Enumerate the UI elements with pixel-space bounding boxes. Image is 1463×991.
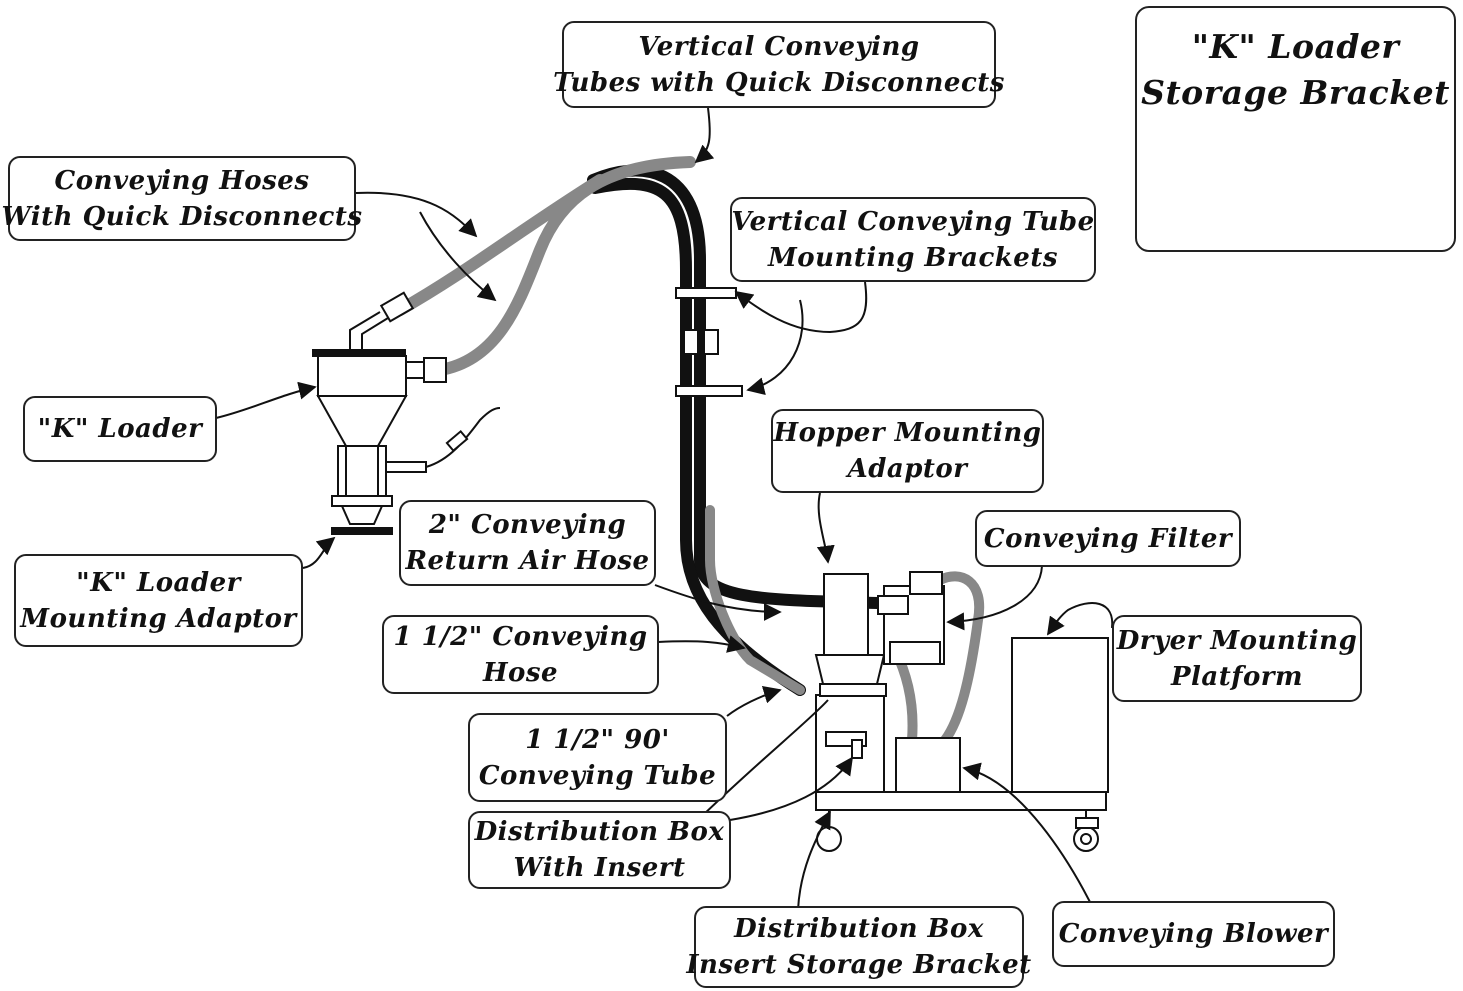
label-conveying-filter: Conveying Filter: [975, 510, 1241, 567]
cart-assembly: [814, 571, 1109, 852]
k-loader-drawing: [312, 291, 501, 535]
label-line: Hose: [482, 657, 559, 688]
label-line: Insert Storage Bracket: [686, 950, 1032, 980]
label-line: Tubes with Quick Disconnects: [553, 67, 1005, 98]
storage-bracket-title-line1: "K" Loader: [1191, 27, 1400, 66]
label-line: Platform: [1170, 661, 1304, 692]
label-line: Conveying Tube: [478, 760, 717, 791]
label-dryer-mounting-platform: Dryer Mounting Platform: [1112, 615, 1362, 702]
label-line: Vertical Conveying: [638, 31, 920, 62]
label-vertical-tube-brackets: Vertical Conveying Tube Mounting Bracket…: [730, 197, 1096, 282]
label-k-loader: "K" Loader: [23, 396, 217, 462]
label-line: Distribution Box: [474, 817, 725, 847]
label-line: With Insert: [513, 853, 686, 883]
label-line: Adaptor: [847, 454, 968, 484]
label-line: 1 1/2" Conveying: [393, 621, 648, 652]
label-k-loader-mounting-adaptor: "K" Loader Mounting Adaptor: [14, 554, 303, 647]
label-insert-storage-bracket: Distribution Box Insert Storage Bracket: [686, 906, 1031, 988]
label-line: Mounting Adaptor: [20, 603, 297, 634]
label-line: "K" Loader: [76, 567, 241, 598]
conveying-hoses: [394, 156, 985, 745]
tube-mounting-brackets: [675, 287, 743, 397]
label-conveying-tube-90: 1 1/2" 90' Conveying Tube: [468, 713, 727, 802]
label-conveying-hoses: Conveying Hoses With Quick Disconnects: [2, 156, 362, 241]
label-line: Conveying Hoses: [54, 165, 310, 196]
storage-bracket-box: "K" Loader Storage Bracket: [1135, 6, 1456, 252]
label-line: Conveying Filter: [983, 523, 1233, 554]
label-return-air-hose: 2" Conveying Return Air Hose: [399, 500, 656, 586]
label-hopper-mounting-adaptor: Hopper Mounting Adaptor: [771, 409, 1044, 493]
label-line: Conveying Blower: [1058, 919, 1329, 949]
label-conveying-blower: Conveying Blower: [1052, 901, 1335, 967]
label-line: Hopper Mounting: [773, 418, 1042, 448]
label-line: Dryer Mounting: [1116, 625, 1358, 656]
label-distribution-box: Distribution Box With Insert: [468, 811, 731, 889]
label-line: "K" Loader: [37, 414, 203, 444]
label-line: 1 1/2" 90': [525, 724, 670, 755]
label-line: Vertical Conveying Tube: [731, 206, 1095, 237]
label-conveying-hose-1-5: 1 1/2" Conveying Hose: [382, 615, 659, 694]
label-line: With Quick Disconnects: [1, 201, 363, 232]
label-line: Mounting Brackets: [767, 242, 1058, 273]
label-line: Distribution Box: [734, 914, 984, 944]
label-line: 2" Conveying: [428, 510, 627, 540]
label-vertical-conveying-tubes: Vertical Conveying Tubes with Quick Disc…: [553, 21, 1004, 108]
label-line: Return Air Hose: [405, 546, 650, 576]
storage-bracket-title-line2: Storage Bracket: [1141, 73, 1450, 112]
